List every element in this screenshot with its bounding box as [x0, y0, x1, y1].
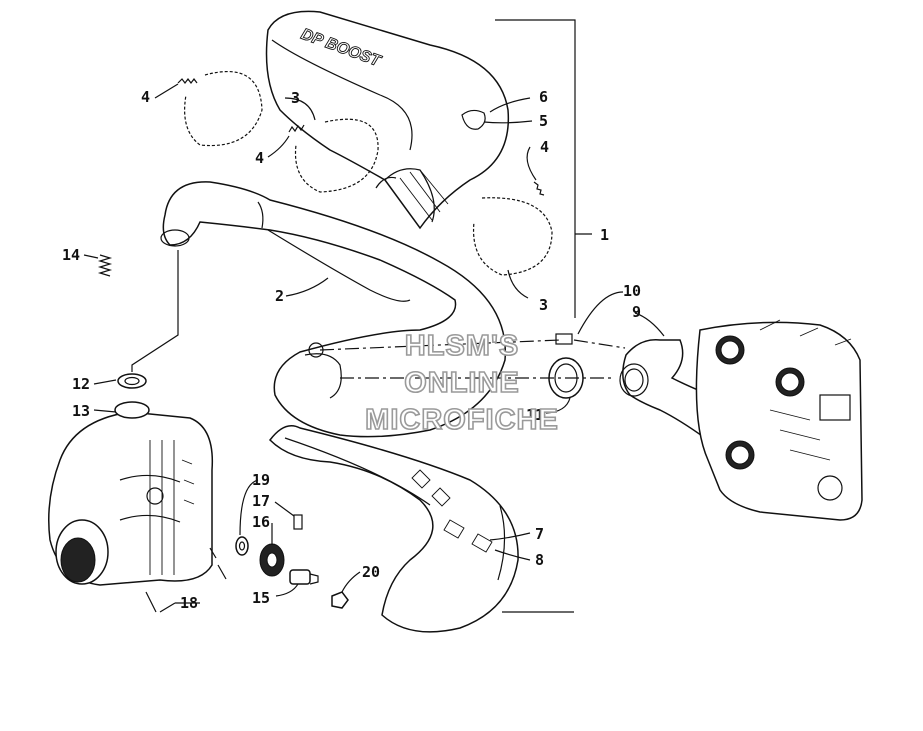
- callout-4-right: 4: [540, 138, 549, 156]
- callout-17: 17: [252, 492, 270, 510]
- callout-4-left: 4: [141, 88, 150, 106]
- screw-15: [289, 569, 319, 585]
- stud-18: [145, 547, 227, 613]
- bushing-17: [293, 514, 303, 530]
- spring-4-upper-icon: [177, 78, 198, 84]
- callout-19: 19: [252, 471, 270, 489]
- muffler-outlet: [114, 401, 150, 419]
- spring-4-mid-icon: [288, 124, 305, 133]
- callout-2: 2: [275, 287, 284, 305]
- callout-7: 7: [535, 525, 544, 543]
- grommet-16: [259, 543, 285, 577]
- callout-12: 12: [72, 375, 90, 393]
- callout-20: 20: [362, 563, 380, 581]
- callout-9: 9: [632, 303, 641, 321]
- watermark-line-2: ONLINE: [404, 367, 520, 399]
- callout-18: 18: [180, 594, 198, 612]
- washer-19: [235, 536, 249, 556]
- assembly-centerlines: [319, 339, 626, 379]
- upper-heat-shield: DP BOOST: [265, 10, 510, 230]
- muffler: [48, 411, 214, 586]
- nut-20: [331, 591, 349, 609]
- grommet-leader-line: [131, 250, 179, 372]
- callout-14: 14: [62, 246, 80, 264]
- callout-8: 8: [535, 551, 544, 569]
- callout-4-mid: 4: [255, 149, 264, 167]
- callout-15: 15: [252, 589, 270, 607]
- callout-6: 6: [539, 88, 548, 106]
- watermark-line-1: HLSM'S: [405, 330, 519, 362]
- callout-10: 10: [623, 282, 641, 300]
- callout-13: 13: [72, 402, 90, 420]
- callout-5: 5: [539, 112, 548, 130]
- assembly-bracket: [495, 19, 576, 318]
- callout-3-upper: 3: [291, 89, 300, 107]
- callout-16: 16: [252, 513, 270, 531]
- watermark-line-3: MICROFICHE: [365, 404, 559, 436]
- grommet-12: [117, 373, 147, 389]
- lower-heat-shield: [269, 425, 519, 633]
- spring-4-right-icon: [533, 181, 545, 196]
- callout-11: 11: [526, 406, 544, 424]
- watermark: HLSM'S ONLINE MICROFICHE: [364, 329, 559, 437]
- callout-3-lower: 3: [539, 296, 548, 314]
- callout-labels: 1 2 3 3 4 4 4 5 6 7 8 9 10 11 12 13 14 1…: [62, 88, 641, 612]
- leader-lines: [83, 83, 665, 613]
- fitting-10: [555, 333, 573, 345]
- engine-block: [695, 319, 863, 521]
- clamp-ring-lower: [472, 197, 553, 276]
- callout-1: 1: [600, 226, 609, 244]
- spring-14-icon: [97, 254, 113, 277]
- clamp-ring-upper: [184, 71, 379, 193]
